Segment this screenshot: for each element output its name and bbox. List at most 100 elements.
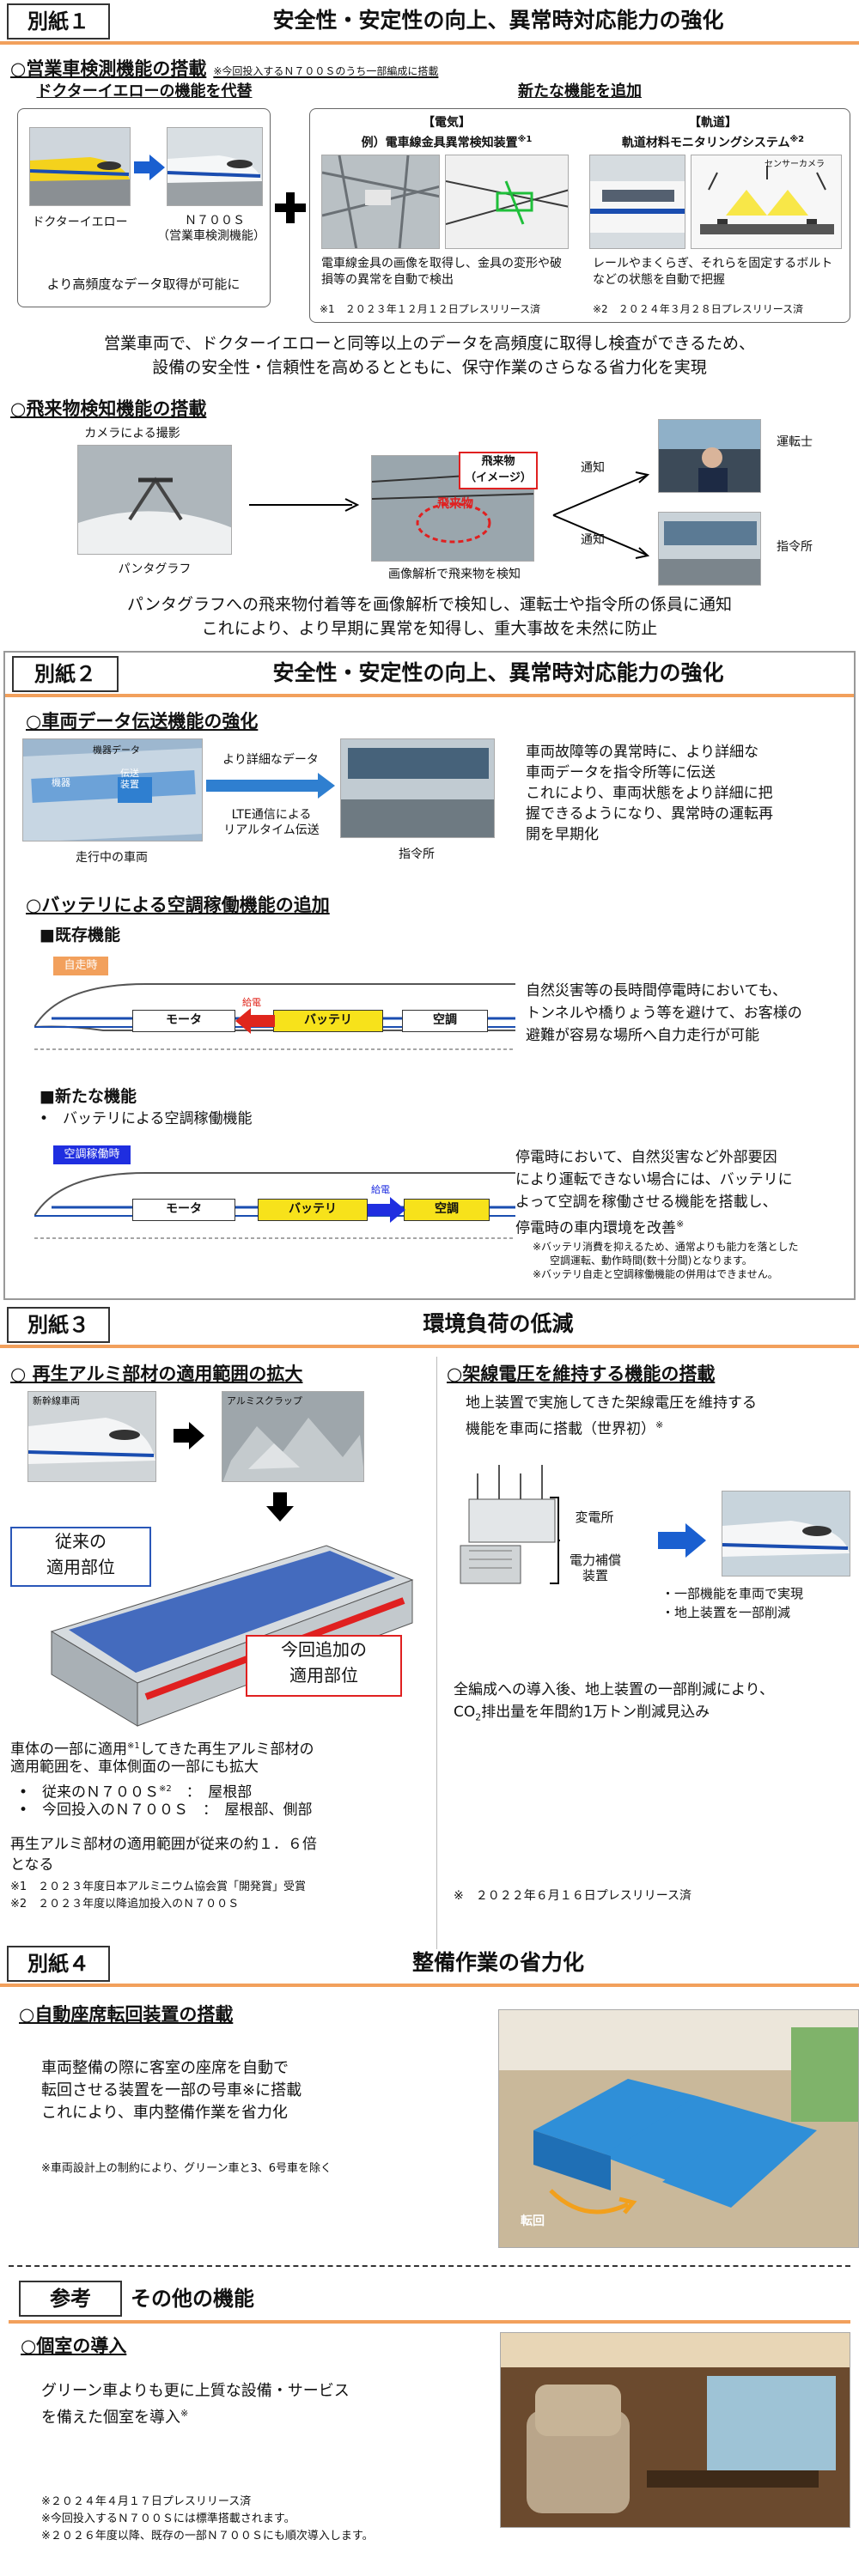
driver-photo — [658, 419, 761, 493]
voltage-desc-2-text: 機能を車両に搭載（世界初） — [466, 1420, 655, 1438]
old-area-label: 従来の 適用部位 — [10, 1527, 151, 1587]
s1-summary-2: 設備の安全性・信頼性を高めるとともに、保守作業のさらなる省力化を実現 — [152, 358, 707, 377]
note-2: ※2 ２０２４年３月２８日プレスリリース済 — [593, 303, 804, 315]
voltage-note: ※ ２０２２年６月１６日プレスリリース済 — [454, 1889, 692, 1903]
co2-sub: 2 — [475, 1711, 482, 1723]
dy-box-title: ドクターイエローの機能を代替 — [36, 82, 253, 100]
existing-desc-1: 自然災害等の長時間停電時においても、 — [526, 982, 788, 999]
s4-heading-seat: ○自動座席転回装置の搭載 — [19, 2004, 234, 2025]
device-data-label: 機器データ — [93, 744, 140, 756]
rail-sensor-diagram — [691, 155, 842, 249]
sensor-camera-label: センサーカメラ — [765, 160, 825, 169]
s2-heading-battery: ○バッテリによる空調稼働機能の追加 — [26, 895, 330, 915]
section4-tag: 別紙４ — [7, 1946, 110, 1982]
section4-rule — [0, 1984, 859, 1987]
existing-function-label: ■既存機能 — [40, 926, 120, 945]
aluminum-bullet-1: • 従来のＮ７００Ｓ※2 ： 屋根部 — [19, 1783, 253, 1801]
section1-rule — [0, 41, 859, 45]
new-area-line1: 今回追加の — [281, 1639, 367, 1660]
new-note-2: 空調運転、動作時間(数十分間)となります。 — [550, 1255, 752, 1267]
supply-arrow-right-icon — [368, 1197, 405, 1223]
section1-title: 安全性・安定性の向上、異常時対応能力の強化 — [272, 8, 724, 33]
flying-object-label: 飛来物 — [437, 497, 473, 511]
power-comp-line1: 電力補償 — [569, 1552, 621, 1568]
substation-label: 変電所 — [575, 1510, 614, 1525]
section3-title: 環境負荷の低減 — [423, 1311, 574, 1336]
command-room-label: 指令所 — [399, 848, 435, 861]
denki-title: 例）電車線金具異常検知装置※1 — [318, 132, 576, 151]
data-desc-2: 車両データを指令所等に伝送 — [526, 764, 716, 781]
substation-illustration — [460, 1465, 556, 1584]
n700s-label: Ｎ７００Ｓ — [185, 214, 245, 228]
self-run-badge: 自走時 — [53, 957, 108, 975]
co2-desc-rest: 排出量を年間約1万トン削減見込み — [481, 1704, 710, 1721]
voltage-desc-2: 機能を車両に搭載（世界初）※ — [466, 1415, 857, 1440]
kido-train-photo — [589, 155, 685, 249]
bracket-icon — [550, 1497, 560, 1584]
existing-desc-2: トンネルや橋りょう等を避けて、お客様の — [526, 1005, 802, 1022]
detection-image — [445, 155, 569, 249]
arrow-right-icon — [174, 1422, 204, 1449]
flying-object-image-label: 飛来物 （イメージ） — [459, 452, 538, 489]
denki-tag: 【電気】 — [423, 116, 471, 130]
arrow-right-icon — [206, 773, 335, 799]
arrow-down-icon — [266, 1492, 294, 1522]
existing-desc-3: 避難が容易な場所へ自力走行が可能 — [526, 1027, 759, 1044]
s1-heading-flying: ○飛来物検知機能の搭載 — [10, 398, 207, 419]
reference-title: その他の機能 — [131, 2287, 254, 2311]
aluminum-desc-mark: ※1 — [127, 1741, 140, 1751]
s1-heading-note: ※今回投入するＮ７００Ｓのうち一部編成に搭載 — [213, 65, 439, 77]
equipment-label: 機器 — [52, 777, 70, 788]
detail-data-label: より詳細なデータ — [222, 753, 319, 767]
voltage-desc-mark: ※ — [655, 1419, 664, 1431]
voltage-desc-1: 地上装置で実施してきた架線電圧を維持する — [466, 1394, 757, 1412]
new-function-label: ■新たな機能 — [40, 1087, 137, 1106]
private-room-photo — [500, 2332, 850, 2528]
room-note-2: ※今回投入するＮ７００Ｓには標準搭載されます。 — [41, 2512, 295, 2525]
s1-summary-4: これにより、より早期に異常を知得し、重大事故を未然に防止 — [201, 619, 658, 638]
aluminum-scrap-photo — [222, 1391, 364, 1482]
seat-desc-3: これにより、車内整備作業を省力化 — [41, 2104, 288, 2122]
n700s-sublabel: （営業車検測機能） — [157, 229, 265, 243]
new-area-line2: 適用部位 — [289, 1665, 358, 1686]
supply-arrow-left-icon — [235, 1008, 275, 1034]
aluminum-note-2: ※2 ２０２３年度以降追加投入のＮ７００Ｓ — [10, 1898, 240, 1911]
seat-note: ※車両設計上の制約により、グリーン車と3、6号車を除く — [41, 2162, 332, 2175]
aircon-box-new: 空調 — [404, 1199, 490, 1221]
room-desc-2-text: を備えた個室を導入 — [41, 2409, 180, 2427]
new-function-bullet-text: バッテリによる空調稼働機能 — [63, 1110, 253, 1127]
running-train-label: 走行中の車両 — [76, 851, 148, 865]
motor-box-new: モータ — [132, 1199, 235, 1221]
scrap-label: アルミスクラップ — [227, 1395, 302, 1406]
motor-box-existing: モータ — [132, 1010, 235, 1032]
shinkansen-front-photo — [27, 1391, 156, 1482]
old-area-line2: 適用部位 — [46, 1557, 115, 1577]
rotate-label: 転回 — [521, 2215, 545, 2228]
kido-tag: 【軌道】 — [689, 116, 737, 130]
arrow-right-icon — [658, 1523, 706, 1558]
shinkansen-label: 新幹線車両 — [33, 1395, 80, 1406]
seat-desc-1: 車両整備の際に客室の座席を自動で — [41, 2059, 289, 2077]
new-desc-4-text: 停電時の車内環境を改善 — [515, 1219, 676, 1237]
lte-label: LTE通信による リアルタイム伝送 — [223, 808, 320, 837]
new-desc-4: 停電時の車内環境を改善※ — [515, 1214, 856, 1239]
section4-title: 整備作業の省力化 — [411, 1950, 584, 1975]
new-function-bullet: • バッテリによる空調稼働機能 — [40, 1110, 253, 1127]
new-desc-1: 停電時において、自然災害など外部要因 — [515, 1149, 777, 1166]
denki-mark: ※1 — [517, 135, 533, 144]
command-room-photo — [340, 738, 495, 838]
command-label: 指令所 — [777, 540, 813, 554]
s3-heading-aluminum: ○ 再生アルミ部材の適用範囲の拡大 — [10, 1364, 303, 1384]
room-note-3: ※２０２６年度以降、既存の一部Ｎ７００Ｓにも順次導入します。 — [41, 2530, 374, 2543]
battery-box-existing: バッテリ — [273, 1010, 383, 1032]
n700s-voltage-photo — [722, 1491, 850, 1577]
ref-heading-room: ○個室の導入 — [21, 2336, 127, 2356]
supply-label-existing: 給電 — [242, 997, 261, 1008]
section2-header: 別紙２ 安全性・安定性の向上、異常時対応能力の強化 — [0, 653, 859, 697]
frequency-text: より高頻度なデータ取得が可能に — [46, 276, 241, 292]
bullet1-label: 従来のＮ７００Ｓ — [42, 1783, 160, 1801]
s3-divider — [436, 1357, 437, 1949]
analysis-label: 画像解析で飛来物を検知 — [388, 568, 521, 581]
reference-rule — [9, 2320, 850, 2324]
data-desc-1: 車両故障等の異常時に、より詳細な — [526, 744, 759, 761]
